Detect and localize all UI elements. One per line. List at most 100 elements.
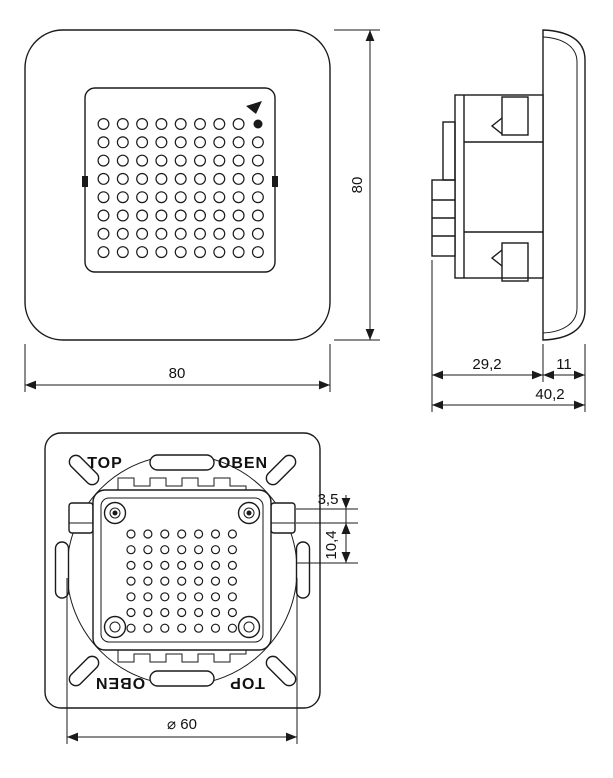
speaker-hole — [227, 545, 237, 555]
speaker-hole — [232, 154, 245, 167]
speaker-hole — [194, 136, 207, 149]
speaker-hole — [194, 576, 204, 586]
speaker-hole — [213, 136, 226, 149]
speaker-hole — [213, 246, 226, 259]
speaker-hole — [155, 136, 168, 149]
speaker-hole — [232, 191, 245, 204]
speaker-hole — [143, 576, 153, 586]
speaker-hole — [177, 529, 187, 539]
speaker-hole — [160, 560, 170, 571]
speaker-hole — [126, 607, 136, 618]
side-view-dimensions: 29,2 11 40,2 — [431, 260, 586, 412]
speaker-hole — [155, 172, 168, 185]
speaker-hole — [227, 529, 237, 539]
indicator-dot — [253, 119, 263, 129]
speaker-hole — [116, 172, 129, 185]
dim-claw-offset-label: 3,5 — [318, 491, 339, 508]
speaker-hole — [251, 172, 264, 185]
dim-front-height-label: 80 — [349, 177, 366, 194]
speaker-hole — [194, 560, 204, 571]
speaker-hole-grid — [97, 117, 264, 259]
front-view-dimensions: 80 80 — [24, 29, 380, 392]
speaker-hole — [126, 560, 136, 571]
speaker-hole — [116, 209, 129, 222]
speaker-hole — [136, 172, 149, 185]
corner-slot-bottom-right — [265, 655, 297, 687]
corner-screws — [103, 501, 261, 639]
speaker-hole — [97, 246, 110, 259]
speaker-hole — [155, 227, 168, 240]
orientation-label-top-right: OBEN — [218, 455, 268, 472]
speaker-hole — [177, 592, 187, 602]
front-view — [24, 29, 331, 341]
speaker-hole — [210, 623, 221, 633]
dim-insert-depth-label: 29,2 — [472, 356, 501, 373]
speaker-hole — [213, 209, 226, 222]
right-slot — [295, 541, 311, 599]
claw-comb-bottom — [117, 650, 247, 663]
speaker-hole — [160, 607, 170, 618]
speaker-hole — [174, 117, 187, 130]
speaker-hole — [126, 545, 136, 555]
corner-slot-bottom-left — [68, 655, 100, 687]
speaker-hole — [97, 227, 110, 240]
side-view — [431, 29, 586, 341]
speaker-hole — [155, 154, 168, 167]
speaker-hole — [116, 246, 129, 259]
speaker-hole — [194, 529, 204, 539]
speaker-hole — [194, 154, 207, 167]
corner-screw-dot — [112, 510, 118, 516]
orientation-label-bottom-left: OBEN — [95, 674, 145, 691]
speaker-hole — [194, 623, 204, 633]
speaker-hole — [251, 191, 264, 204]
grille-right-notch — [272, 176, 278, 187]
speaker-hole — [177, 545, 187, 555]
speaker-hole — [194, 172, 207, 185]
speaker-hole — [143, 623, 153, 633]
speaker-hole — [194, 607, 204, 618]
speaker-hole — [251, 227, 264, 240]
side-plate-profile — [542, 29, 586, 341]
corner-screw-inner — [109, 507, 121, 519]
speaker-hole — [116, 154, 129, 167]
speaker-hole — [210, 576, 221, 586]
speaker-hole — [116, 136, 129, 149]
speaker-hole — [194, 592, 204, 602]
speaker-hole — [116, 227, 129, 240]
speaker-hole — [227, 576, 237, 586]
speaker-hole — [136, 209, 149, 222]
speaker-hole — [232, 246, 245, 259]
speaker-hole — [227, 560, 237, 571]
speaker-hole — [136, 191, 149, 204]
speaker-hole — [174, 191, 187, 204]
speaker-hole — [155, 209, 168, 222]
corner-slot-top-left — [68, 454, 100, 486]
speaker-hole — [194, 117, 207, 130]
speaker-hole — [232, 209, 245, 222]
speaker-hole — [174, 172, 187, 185]
claw-hook-top — [490, 117, 503, 135]
speaker-hole — [210, 607, 221, 618]
speaker-hole — [126, 576, 136, 586]
speaker-hole — [160, 592, 170, 602]
speaker-hole — [160, 623, 170, 633]
orientation-label-top-left: TOP — [87, 455, 123, 472]
speaker-hole — [232, 117, 245, 130]
speaker-hole — [174, 136, 187, 149]
speaker-hole — [143, 607, 153, 618]
speaker-hole — [232, 227, 245, 240]
speaker-hole — [174, 246, 187, 259]
speaker-hole — [251, 154, 264, 167]
speaker-hole — [194, 545, 204, 555]
claw-screw-bottom — [501, 242, 529, 282]
speaker-hole — [174, 154, 187, 167]
speaker-hole — [143, 560, 153, 571]
speaker-hole — [97, 136, 110, 149]
speaker-hole — [177, 576, 187, 586]
speaker-hole — [116, 117, 129, 130]
speaker-module-inner-line — [100, 497, 264, 643]
speaker-hole — [194, 227, 207, 240]
dim-claw-travel-label: 10,4 — [323, 530, 340, 559]
